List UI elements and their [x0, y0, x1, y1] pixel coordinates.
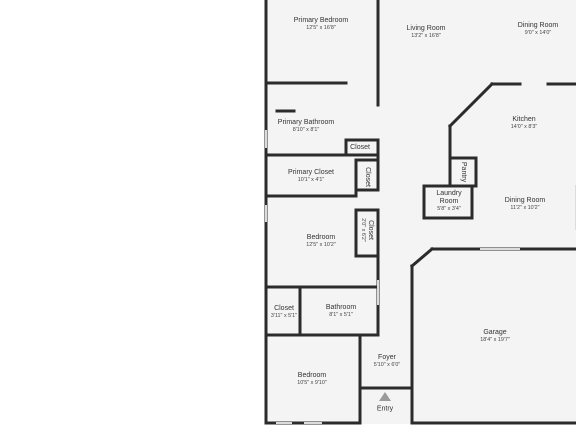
- room-label-garage: Garage 18'4" x 19'7": [480, 329, 510, 343]
- room-dims: 14'0" x 8'3": [510, 123, 538, 130]
- room-name: Living Room: [406, 24, 446, 32]
- room-name: Garage: [483, 328, 507, 336]
- room-name: Bedroom: [297, 371, 327, 379]
- room-dims: 10'1" x 4'1": [297, 176, 325, 183]
- wall-segment: [409, 246, 435, 269]
- room-name: Primary Bedroom: [293, 16, 349, 24]
- room-label-pantry: Pantry: [459, 162, 467, 182]
- room-name: Kitchen: [512, 115, 536, 123]
- room-label-primary-bedroom: Primary Bedroom 12'5" x 16'8": [294, 17, 348, 31]
- room-dims: 18'4" x 19'7": [480, 336, 510, 343]
- room-dims: 5'10" x 6'0": [373, 361, 401, 368]
- room-label-kitchen: Kitchen 14'0" x 8'3": [511, 116, 538, 130]
- room-label-closet-1: Closet: [350, 144, 370, 152]
- room-name: Bedroom: [306, 233, 336, 241]
- room-dims: 10'5" x 9'10": [297, 379, 327, 386]
- room-name: Bathroom: [325, 303, 357, 311]
- room-name: Pantry: [460, 161, 468, 183]
- room-name: Laundry Room: [436, 189, 462, 205]
- room-dims: 9'0" x 14'0": [524, 29, 552, 36]
- room-label-bedroom-2: Bedroom 10'5" x 9'10": [297, 372, 327, 386]
- room-label-closet-2: Closet: [363, 167, 371, 187]
- room-label-dining-room-1: Dining Room 9'0" x 14'0": [518, 22, 558, 36]
- room-label-bedroom-1: Bedroom 12'5" x 10'2": [306, 234, 336, 248]
- entry-label: Entry: [376, 405, 394, 413]
- room-label-primary-bathroom: Primary Bathroom 8'10" x 8'1": [278, 119, 334, 133]
- room-dims: 3'11" x 5'1": [270, 312, 298, 319]
- room-label-primary-closet: Primary Closet 10'1" x 4'1": [288, 169, 334, 183]
- floor-area: [265, 0, 576, 424]
- room-name: Primary Bathroom: [277, 118, 335, 126]
- room-dims: 5'8" x 3'4": [437, 205, 461, 212]
- room-dims: 8'1" x 5'1": [329, 311, 353, 318]
- room-label-bathroom: Bathroom 8'1" x 5'1": [326, 304, 356, 318]
- room-label-living-room: Living Room 13'2" x 16'8": [407, 25, 446, 39]
- room-name: Dining Room: [504, 196, 546, 204]
- room-name: Dining Room: [517, 21, 559, 29]
- room-dims: 2'0" x 6'2": [360, 218, 367, 242]
- room-name: Primary Closet: [288, 168, 334, 176]
- room-label-closet-4: Closet 3'11" x 5'1": [271, 305, 297, 319]
- room-dims: 13'2" x 16'8": [411, 32, 441, 39]
- room-name: Closet: [364, 167, 372, 187]
- room-name: Closet: [367, 220, 375, 240]
- room-name: Closet: [350, 143, 370, 151]
- room-label-closet-3: Closet 2'0" x 6'2": [360, 218, 374, 242]
- room-dims: 12'5" x 16'8": [306, 24, 336, 31]
- wall-segment: [447, 81, 495, 129]
- room-label-dining-room-2: Dining Room 11'2" x 10'2": [505, 197, 545, 211]
- room-name: Closet: [274, 304, 294, 312]
- room-dims: 8'10" x 8'1": [292, 126, 320, 133]
- entry-arrow-icon: [379, 392, 391, 401]
- room-label-laundry-room: Laundry Room 5'8" x 3'4": [428, 190, 470, 212]
- room-label-foyer: Foyer 5'10" x 6'0": [374, 354, 401, 368]
- room-name: Foyer: [378, 353, 396, 361]
- room-dims: 11'2" x 10'2": [510, 204, 540, 211]
- room-dims: 12'5" x 10'2": [306, 241, 336, 248]
